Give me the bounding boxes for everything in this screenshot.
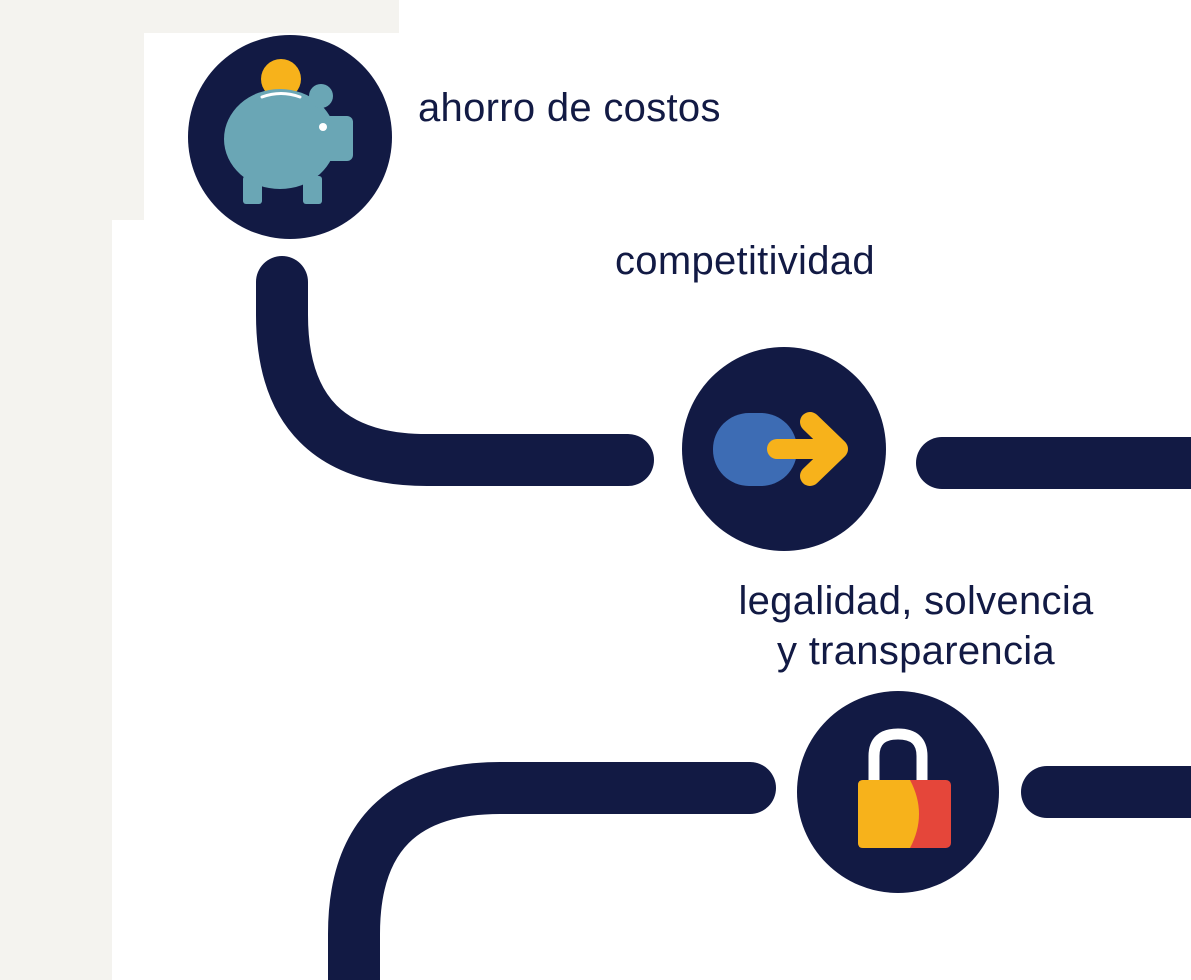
step-1-label: ahorro de costos	[418, 86, 721, 130]
piggy-eye	[319, 123, 327, 131]
padlock-shackle	[868, 728, 928, 785]
background-panel-top	[112, 0, 399, 33]
step-3-label-line-2: y transparencia	[777, 629, 1055, 673]
arrow-right-icon	[713, 412, 848, 486]
step-1-node	[188, 35, 392, 239]
blue-pill	[713, 413, 797, 486]
background-panel-left	[0, 0, 112, 980]
step-3-label: legalidad, solvencia y transparencia	[700, 576, 1132, 676]
coin-slot	[260, 92, 302, 99]
step-3-node	[797, 691, 999, 893]
connector-segment-4	[328, 762, 776, 980]
step-2-label: competitividad	[615, 239, 875, 283]
step-3-label-line-1: legalidad, solvencia	[738, 579, 1094, 623]
connector-path	[256, 256, 1191, 980]
step-2-node	[682, 347, 886, 551]
background-panels	[0, 0, 399, 980]
arrow-head	[800, 412, 848, 486]
connector-segment-1	[256, 256, 654, 486]
coin-shape	[261, 59, 301, 99]
piggy-snout	[322, 116, 353, 161]
background-panel-inner	[112, 33, 144, 220]
piggy-bank-icon	[224, 59, 353, 204]
padlock-icon	[858, 728, 951, 848]
legs-front	[303, 176, 322, 204]
piggy-ear	[309, 84, 333, 108]
piggy-body	[224, 89, 336, 189]
padlock-body-yellow	[858, 780, 919, 848]
